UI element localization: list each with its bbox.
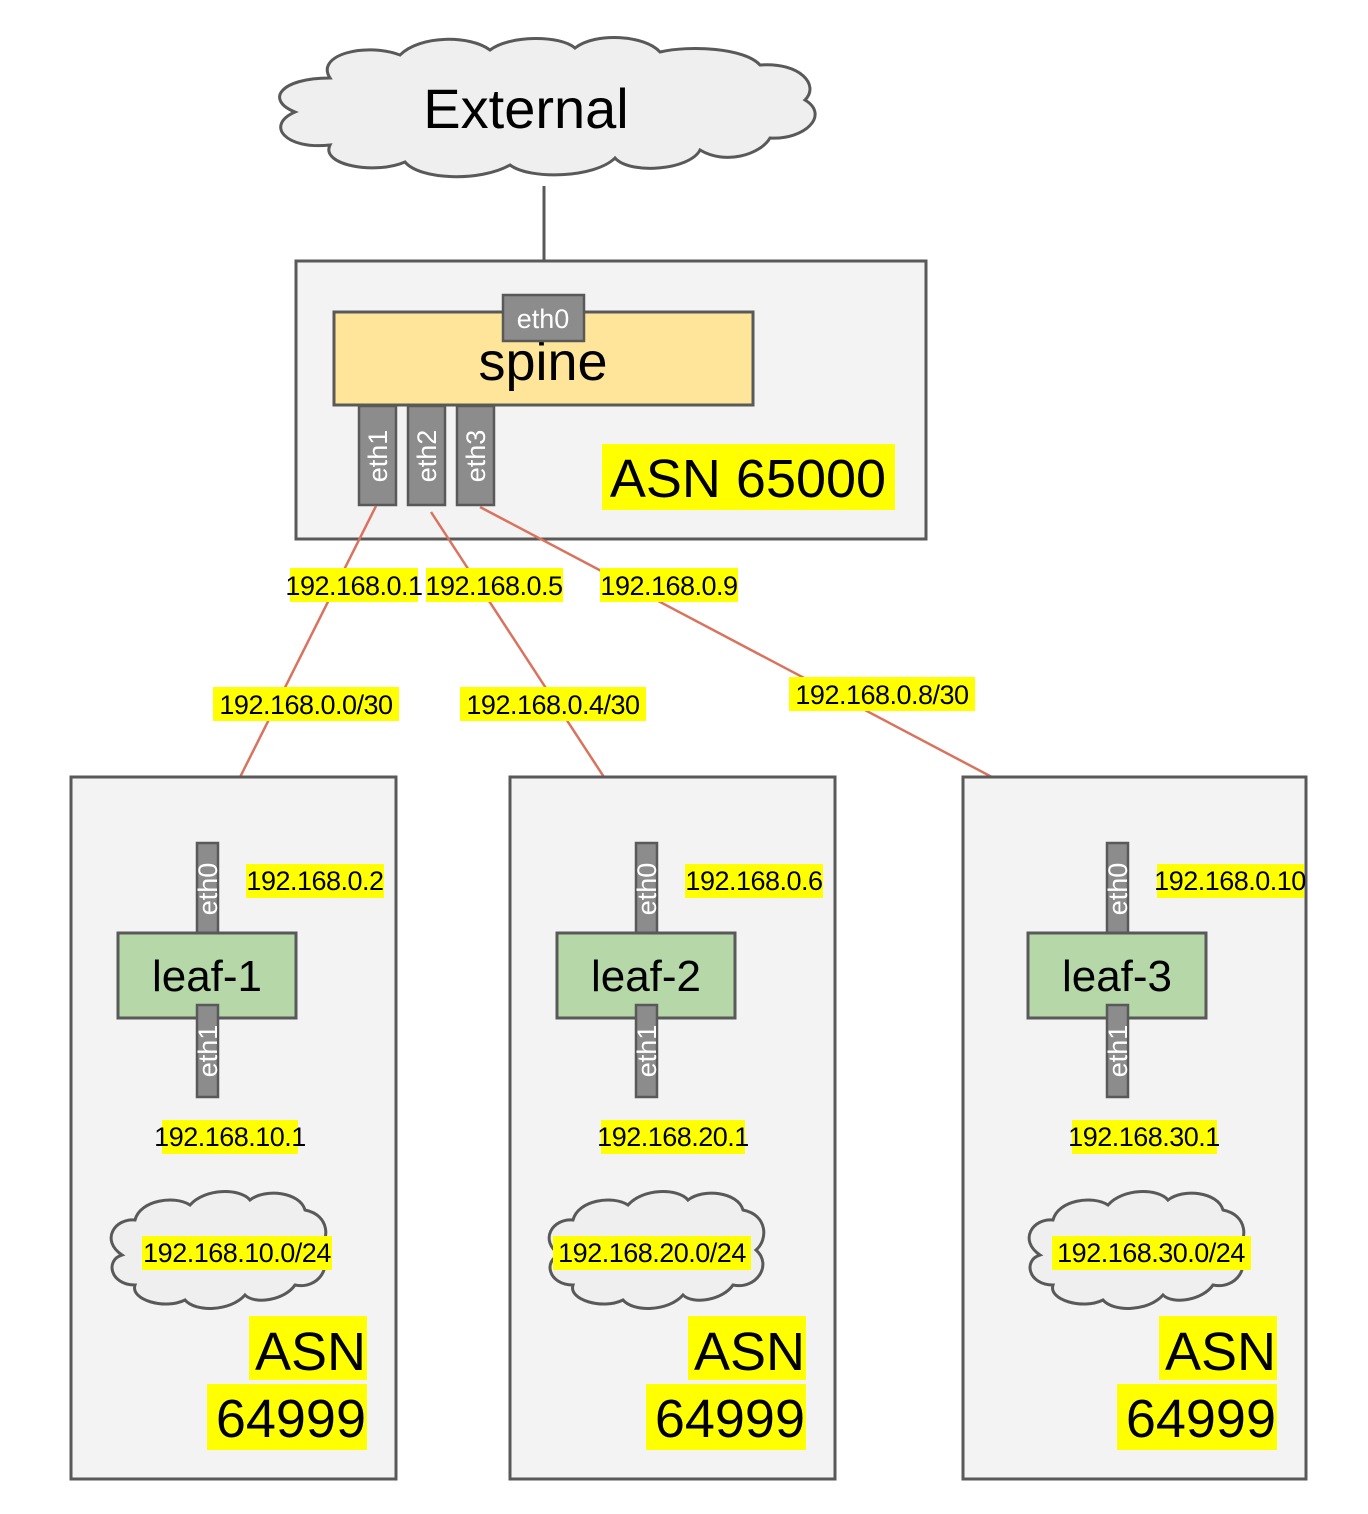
leaf-1-label: leaf-1 xyxy=(152,952,262,1001)
leaf-1-eth0-ip: 192.168.0.2 xyxy=(246,866,383,896)
leaf-3-eth1-ip: 192.168.30.1 xyxy=(1068,1122,1220,1152)
link3-spine-ip: 192.168.0.9 xyxy=(600,571,737,601)
spine-eth0-port: eth0 xyxy=(501,293,586,343)
leaf-3-asn-line2: 64999 xyxy=(1126,1389,1276,1449)
spine-eth3-label: eth3 xyxy=(461,430,491,483)
leaf-2-asn-line2: 64999 xyxy=(655,1389,805,1449)
leaf-3-eth0-ip: 192.168.0.10 xyxy=(1154,866,1306,896)
leaf-3-group: eth0 leaf-3 eth1 192.168.0.10 192.168.30… xyxy=(961,775,1308,1481)
leaf-1-eth1-label: eth1 xyxy=(193,1025,223,1078)
link3-subnet: 192.168.0.8/30 xyxy=(795,680,968,710)
spine-eth0-label: eth0 xyxy=(517,304,570,334)
leaf-1-eth0-label: eth0 xyxy=(193,863,223,916)
leaf-3-eth0-label: eth0 xyxy=(1103,863,1133,916)
spine-eth1-label: eth1 xyxy=(363,430,393,483)
spine-asn-label: ASN 65000 xyxy=(610,449,886,509)
leaf-1-group: eth0 leaf-1 eth1 192.168.0.2 192.168.10.… xyxy=(69,775,398,1481)
leaf-2-asn-line1: ASN xyxy=(694,1322,805,1382)
leaf-2-group: eth0 leaf-2 eth1 192.168.0.6 192.168.20.… xyxy=(508,775,837,1481)
leaf-1-lan: 192.168.10.0/24 xyxy=(143,1238,331,1268)
leaf-2-eth1-label: eth1 xyxy=(632,1025,662,1078)
link2-subnet: 192.168.0.4/30 xyxy=(466,690,639,720)
link1-subnet: 192.168.0.0/30 xyxy=(219,690,392,720)
leaf-3-label: leaf-3 xyxy=(1062,952,1172,1001)
leaf-2-lan: 192.168.20.0/24 xyxy=(558,1238,746,1268)
spine-eth2-label: eth2 xyxy=(412,430,442,483)
spine-eth3-port: eth3 xyxy=(455,404,496,507)
leaf-2-eth1-ip: 192.168.20.1 xyxy=(597,1122,749,1152)
leaf-2-label: leaf-2 xyxy=(591,952,701,1001)
leaf-1-eth1-port xyxy=(195,1003,220,1099)
link2-spine-ip: 192.168.0.5 xyxy=(425,571,562,601)
leaf-3-asn-line1: ASN xyxy=(1165,1322,1276,1382)
leaf-1-asn-line2: 64999 xyxy=(216,1389,366,1449)
leaf-2-eth0-ip: 192.168.0.6 xyxy=(685,866,822,896)
leaf-1-asn-line1: ASN xyxy=(255,1322,366,1382)
leaf-1-eth1-ip: 192.168.10.1 xyxy=(154,1122,306,1152)
leaf-2-eth0-label: eth0 xyxy=(632,863,662,916)
link1-spine-ip: 192.168.0.1 xyxy=(285,571,422,601)
leaf-3-lan: 192.168.30.0/24 xyxy=(1057,1238,1245,1268)
external-label: External xyxy=(423,77,628,140)
spine-asn-highlight xyxy=(602,444,895,510)
spine-eth2-port: eth2 xyxy=(406,404,447,507)
leaf-3-eth1-port xyxy=(1105,1003,1130,1099)
leaf-3-eth1-label: eth1 xyxy=(1103,1025,1133,1078)
spine-eth1-port: eth1 xyxy=(357,404,398,507)
external-cloud: External xyxy=(278,36,817,179)
leaf-2-eth1-port xyxy=(634,1003,659,1099)
